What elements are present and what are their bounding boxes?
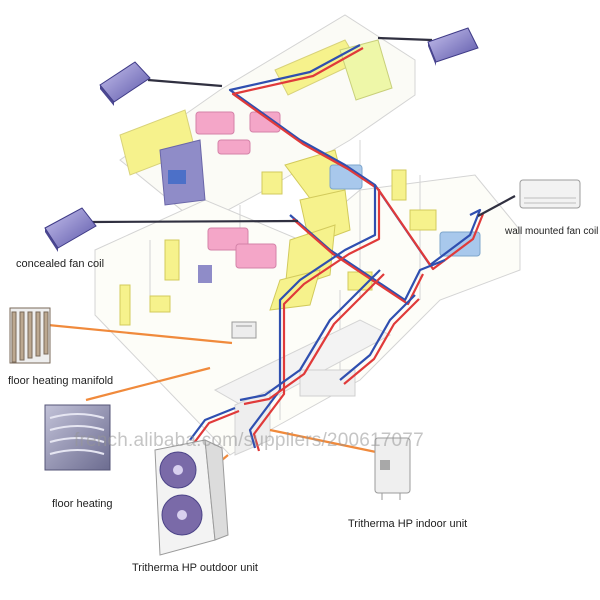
pipes	[189, 44, 485, 452]
leader-lines	[47, 36, 516, 471]
outdoor-unit-label: Tritherma HP outdoor unit	[132, 562, 258, 574]
outdoor-heat-pump-icon	[154, 439, 229, 556]
upper-floor-furniture	[119, 39, 393, 206]
floor-heating-label: floor heating	[52, 498, 113, 510]
concealed-fan-coil-label: concealed fan coil	[16, 258, 105, 270]
floor-heating-manifold-label: floor heating manifold	[8, 375, 114, 387]
ceiling-cassette-icon	[44, 207, 97, 252]
floor-pipes-icon	[44, 404, 111, 471]
watermark-text: french.alibaba.com/suppliers/200617077	[74, 430, 424, 451]
indoor-unit-icon	[374, 437, 411, 500]
wall-mounted-fan-coil-label: wall mounted fan coil	[505, 226, 599, 237]
ceiling-cassette-icon	[427, 27, 479, 66]
wall-fan-coil-icon	[519, 179, 581, 209]
ceiling-cassette-icon	[99, 61, 151, 106]
ground-floor-furniture	[119, 164, 481, 397]
indoor-unit-label: Tritherma HP indoor unit	[348, 518, 468, 530]
staircase	[269, 149, 351, 311]
wall-radiator-icon	[231, 321, 257, 339]
manifold-icon	[9, 307, 51, 364]
